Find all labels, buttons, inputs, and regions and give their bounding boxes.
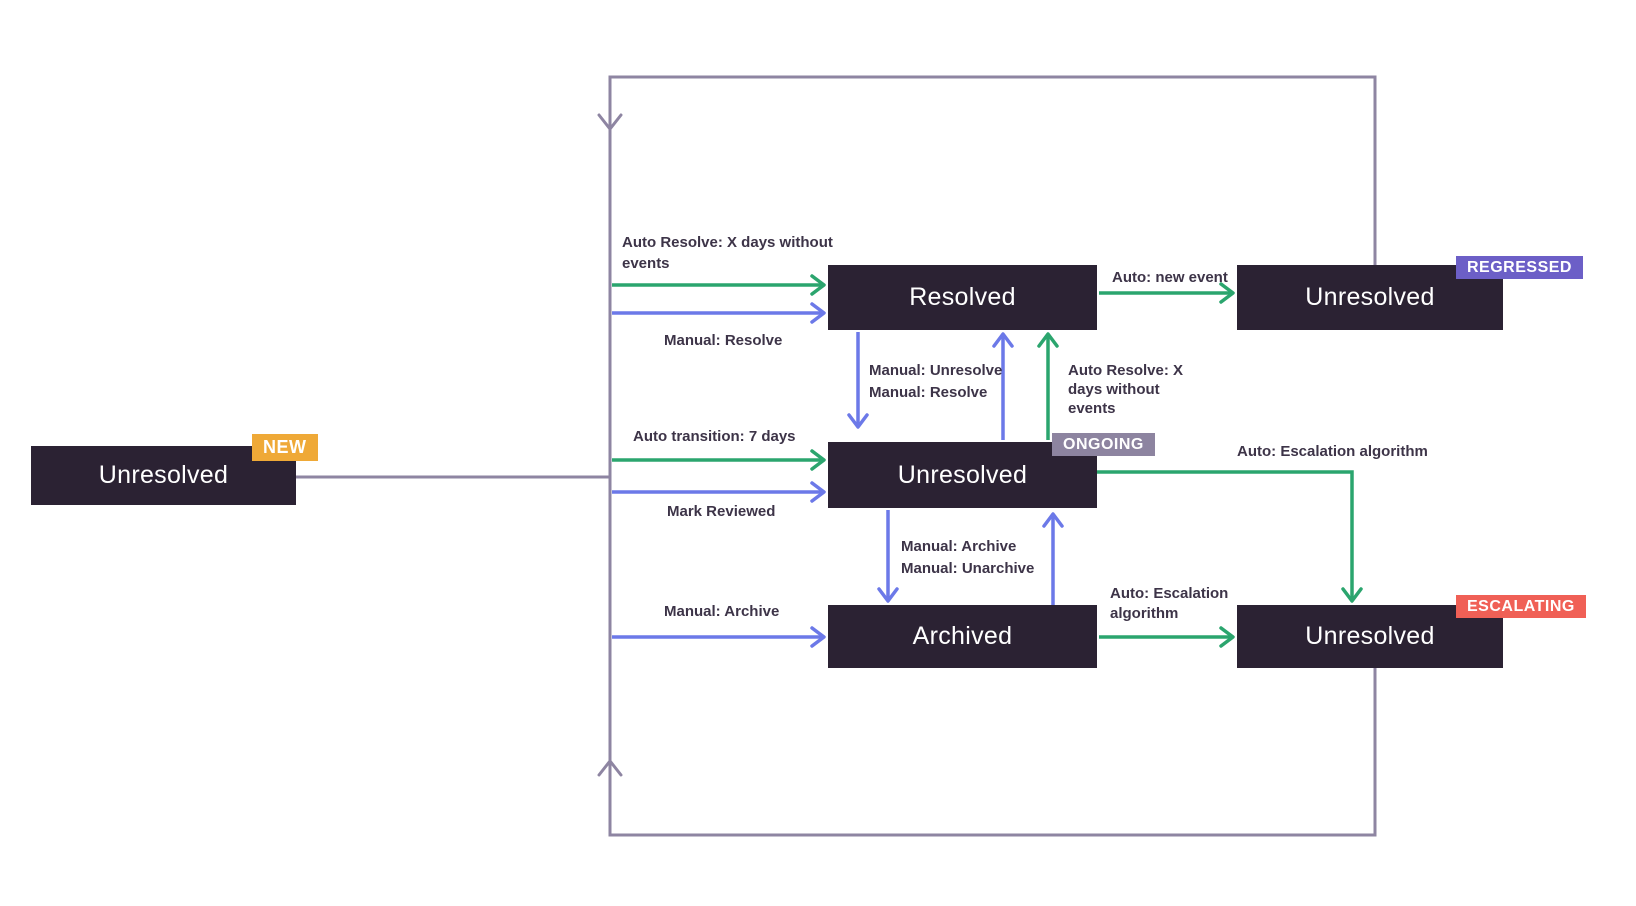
manual-transition-arrows	[612, 302, 1064, 648]
state-archived: Archived	[828, 605, 1097, 668]
arrow-auto-escalation-from-ongoing	[1097, 470, 1363, 603]
state-label: Unresolved	[1305, 622, 1435, 650]
feedback-loop-outline	[608, 75, 1377, 837]
label-auto-new-event: Auto: new event	[1112, 269, 1228, 286]
state-new-unresolved: Unresolved	[31, 446, 296, 505]
state-label: Unresolved	[1305, 283, 1435, 311]
badge-ongoing: ONGOING	[1052, 433, 1155, 456]
badge-new: NEW	[252, 434, 318, 461]
state-label: Unresolved	[897, 460, 1028, 489]
label-manual-archive-to-archived: Manual: Archive	[664, 603, 780, 620]
label-manual-unresolve-resolve: Manual: Unresolve Manual: Resolve	[869, 362, 1003, 401]
state-resolved: Resolved	[828, 265, 1097, 330]
label-auto-resolve-to-resolved: Auto Resolve: X days without events	[622, 234, 833, 272]
label-manual-resolve-to-resolved: Manual: Resolve	[664, 332, 783, 349]
loop-arrow-up-icon	[597, 759, 623, 777]
badge-regressed: REGRESSED	[1456, 256, 1583, 279]
auto-transition-arrows	[612, 274, 1363, 648]
badge-escalating: ESCALATING	[1456, 595, 1586, 618]
feedback-loop-path	[296, 75, 1377, 837]
loop-arrow-down-icon	[597, 113, 623, 131]
label-auto-resolve-from-ongoing: Auto Resolve: X days without events	[1068, 362, 1184, 417]
state-label: Unresolved	[98, 461, 229, 489]
state-label: Resolved	[909, 283, 1016, 311]
state-label: Archived	[912, 622, 1013, 650]
label-auto-transition-7-days: Auto transition: 7 days	[633, 428, 796, 445]
label-manual-archive-unarchive: Manual: Archive Manual: Unarchive	[901, 538, 1035, 577]
label-auto-escalation-from-archived: Auto: Escalation algorithm	[1110, 585, 1229, 622]
label-auto-escalation-from-ongoing: Auto: Escalation algorithm	[1237, 443, 1428, 460]
label-mark-reviewed: Mark Reviewed	[667, 503, 776, 520]
